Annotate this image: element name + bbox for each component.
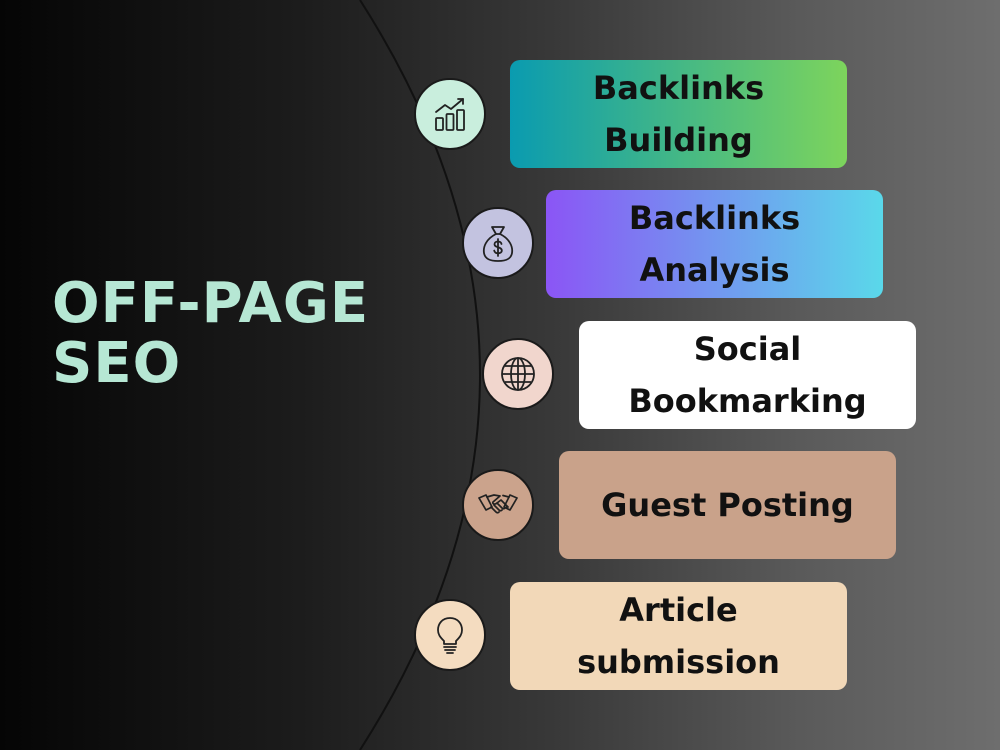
- item-3-line-2: Bookmarking: [628, 382, 867, 420]
- globe-icon: [501, 357, 535, 391]
- item-4-icon-circle: [462, 469, 534, 541]
- item-1-box: Backlinks Building: [510, 60, 847, 168]
- item-3-line-1: Social: [693, 330, 802, 368]
- page-title: OFF-PAGE SEO: [52, 274, 369, 394]
- item-1-line-2: Building: [604, 121, 753, 159]
- handshake-icon: [478, 494, 518, 514]
- money-bag-icon: [482, 226, 514, 262]
- item-1-line-1: Backlinks: [592, 69, 765, 107]
- item-3-box: Social Bookmarking: [579, 321, 916, 429]
- item-5-line-1: Article: [619, 591, 738, 629]
- item-2-line-2: Analysis: [639, 251, 790, 289]
- item-2-icon-circle: [462, 207, 534, 279]
- growth-chart-icon: [435, 98, 465, 131]
- item-5-box: Article submission: [510, 582, 847, 690]
- item-3-icon-circle: [482, 338, 554, 410]
- item-5-line-2: submission: [577, 643, 780, 681]
- item-2-box: Backlinks Analysis: [546, 190, 883, 298]
- item-1-icon-circle: [414, 78, 486, 150]
- item-4-box: Guest Posting: [559, 451, 896, 559]
- item-4-line-1: Guest Posting: [601, 486, 854, 524]
- item-2-line-1: Backlinks: [628, 199, 801, 237]
- lightbulb-icon: [437, 617, 463, 654]
- title-line-1: OFF-PAGE: [52, 271, 370, 336]
- title-line-2: SEO: [52, 331, 182, 396]
- item-5-icon-circle: [414, 599, 486, 671]
